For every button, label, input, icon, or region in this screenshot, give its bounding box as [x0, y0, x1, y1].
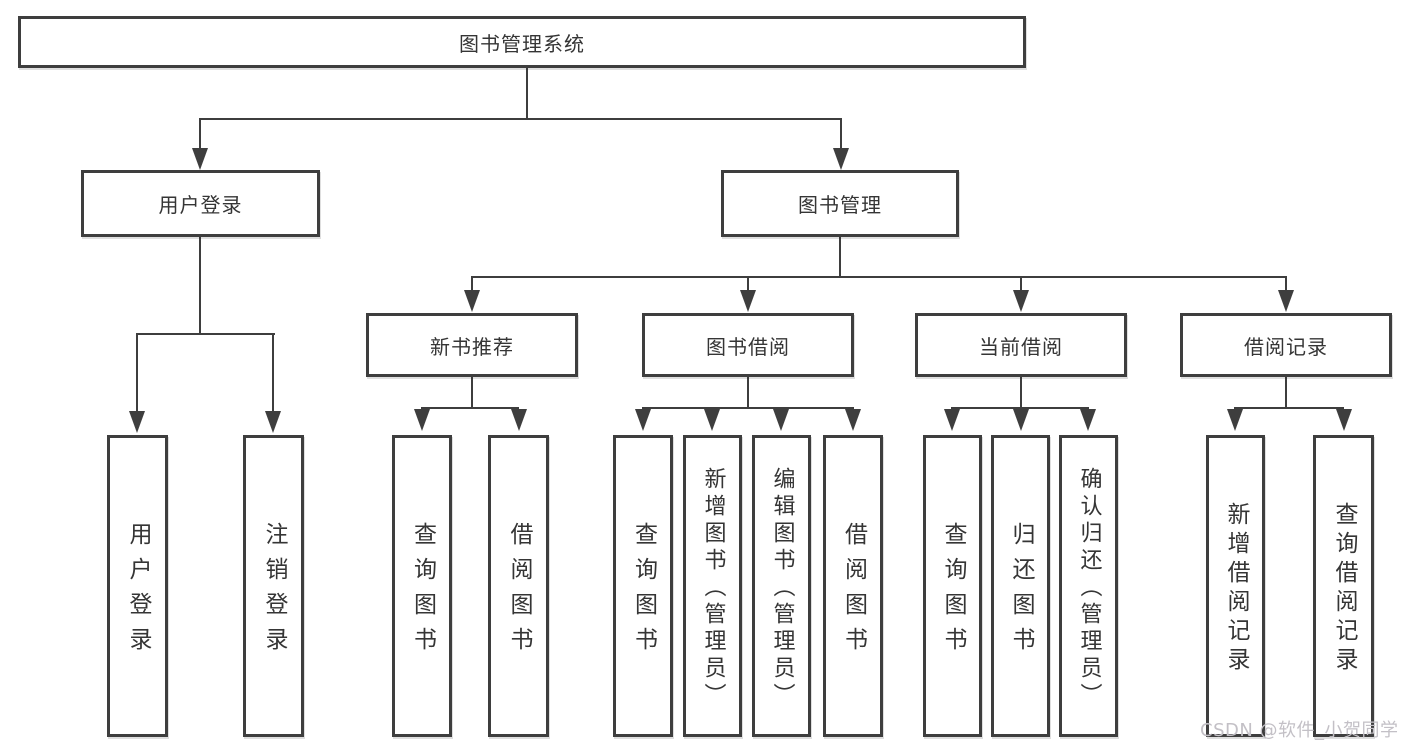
connector-recommend-drop: [471, 276, 473, 292]
connector-login-group-branch: [136, 333, 275, 335]
connector-level2-branch: [471, 276, 1287, 278]
arrowhead-leaf-borrow-books: [845, 409, 861, 431]
leaf-query-borrow-record: 查询借阅记录: [1313, 435, 1374, 737]
node-user-login: 用户登录: [81, 170, 320, 237]
leaf-borrow-books-recommend: 借阅图书: [488, 435, 549, 737]
leaf-borrow-books-label: 借阅图书: [840, 522, 867, 662]
connector-records-group-branch: [1234, 407, 1344, 409]
leaf-return-books: 归还图书: [991, 435, 1050, 737]
node-book-borrowing-label: 图书借阅: [706, 334, 790, 359]
arrowhead-leaf-borrow-recommend: [511, 409, 527, 431]
leaf-add-borrow-record-label: 新增借阅记录: [1223, 502, 1249, 676]
leaf-add-books-admin-label: 新增图书（管理员）: [700, 467, 726, 710]
arrowhead-leaf-logout: [265, 411, 281, 433]
node-new-book-recommendation-label: 新书推荐: [430, 334, 514, 359]
arrowhead-user-login: [192, 148, 208, 170]
arrowhead-current: [1013, 290, 1029, 312]
leaf-query-books-current: 查询图书: [923, 435, 982, 737]
arrowhead-leaf-add-books: [704, 409, 720, 431]
connector-book-management-drop: [840, 118, 842, 150]
leaf-user-login: 用户登录: [107, 435, 168, 737]
arrowhead-leaf-query-recommend: [414, 409, 430, 431]
node-user-login-label: 用户登录: [158, 193, 243, 217]
connector-borrowing-stem: [747, 377, 749, 409]
leaf-user-login-label: 用户登录: [125, 522, 151, 662]
leaf-edit-books-admin: 编辑图书（管理员）: [752, 435, 811, 737]
node-current-borrowing: 当前借阅: [915, 313, 1127, 377]
connector-root-stem: [526, 68, 528, 119]
node-borrowing-records: 借阅记录: [1180, 313, 1392, 377]
leaf-logout: 注销登录: [243, 435, 304, 737]
leaf-edit-books-admin-label: 编辑图书（管理员）: [769, 467, 795, 710]
connector-book-management-stem: [839, 237, 841, 278]
arrowhead-borrowing: [740, 290, 756, 312]
arrowhead-leaf-add-record: [1227, 409, 1243, 431]
leaf-logout-label: 注销登录: [261, 522, 287, 662]
arrowhead-book-management: [833, 148, 849, 170]
leaf-borrow-books: 借阅图书: [823, 435, 883, 737]
arrowhead-leaf-login: [129, 411, 145, 433]
connector-level1-branch: [199, 118, 842, 120]
leaf-query-books-recommend: 查询图书: [392, 435, 452, 737]
leaf-confirm-return-admin: 确认归还（管理员）: [1059, 435, 1118, 737]
connector-user-login-stem: [199, 237, 201, 335]
node-new-book-recommendation: 新书推荐: [366, 313, 578, 377]
leaf-confirm-return-admin-label: 确认归还（管理员）: [1076, 467, 1102, 710]
csdn-watermark: CSDN @软件_小贺同学: [1200, 720, 1399, 741]
connector-recommend-group-branch: [421, 407, 519, 409]
connector-records-drop: [1285, 276, 1287, 292]
node-borrowing-records-label: 借阅记录: [1244, 334, 1328, 359]
node-book-management-label: 图书管理: [798, 193, 882, 217]
arrowhead-leaf-edit-books: [773, 409, 789, 431]
leaf-add-borrow-record: 新增借阅记录: [1206, 435, 1265, 737]
arrowhead-leaf-return-books: [1013, 409, 1029, 431]
connector-records-stem: [1285, 377, 1287, 409]
arrowhead-leaf-query-record: [1336, 409, 1352, 431]
connector-current-stem: [1020, 377, 1022, 409]
leaf-query-books-current-label: 查询图书: [940, 522, 966, 662]
arrowhead-recommend: [464, 290, 480, 312]
connector-leaf-logout-drop: [272, 333, 274, 413]
leaf-query-borrow-record-label: 查询借阅记录: [1331, 502, 1357, 676]
connector-current-group-branch: [951, 407, 1089, 409]
node-book-borrowing: 图书借阅: [642, 313, 854, 377]
leaf-borrow-books-recommend-label: 借阅图书: [506, 522, 532, 662]
node-library-system-label: 图书管理系统: [459, 31, 585, 56]
leaf-add-books-admin: 新增图书（管理员）: [683, 435, 742, 737]
connector-user-login-drop: [199, 118, 201, 150]
connector-current-drop: [1020, 276, 1022, 292]
node-book-management: 图书管理: [721, 170, 959, 237]
leaf-query-books-borrowing: 查询图书: [613, 435, 673, 737]
connector-recommend-stem: [471, 377, 473, 409]
node-current-borrowing-label: 当前借阅: [979, 334, 1063, 359]
leaf-query-books-borrowing-label: 查询图书: [630, 522, 657, 662]
arrowhead-leaf-query-borrowing: [635, 409, 651, 431]
arrowhead-leaf-query-current: [944, 409, 960, 431]
leaf-return-books-label: 归还图书: [1008, 522, 1034, 662]
connector-borrowing-drop: [747, 276, 749, 292]
connector-leaf-login-drop: [136, 333, 138, 413]
connector-borrowing-group-branch: [642, 407, 854, 409]
arrowhead-records: [1278, 290, 1294, 312]
leaf-query-books-recommend-label: 查询图书: [409, 522, 436, 662]
arrowhead-leaf-confirm-return: [1080, 409, 1096, 431]
node-library-system: 图书管理系统: [18, 16, 1026, 68]
